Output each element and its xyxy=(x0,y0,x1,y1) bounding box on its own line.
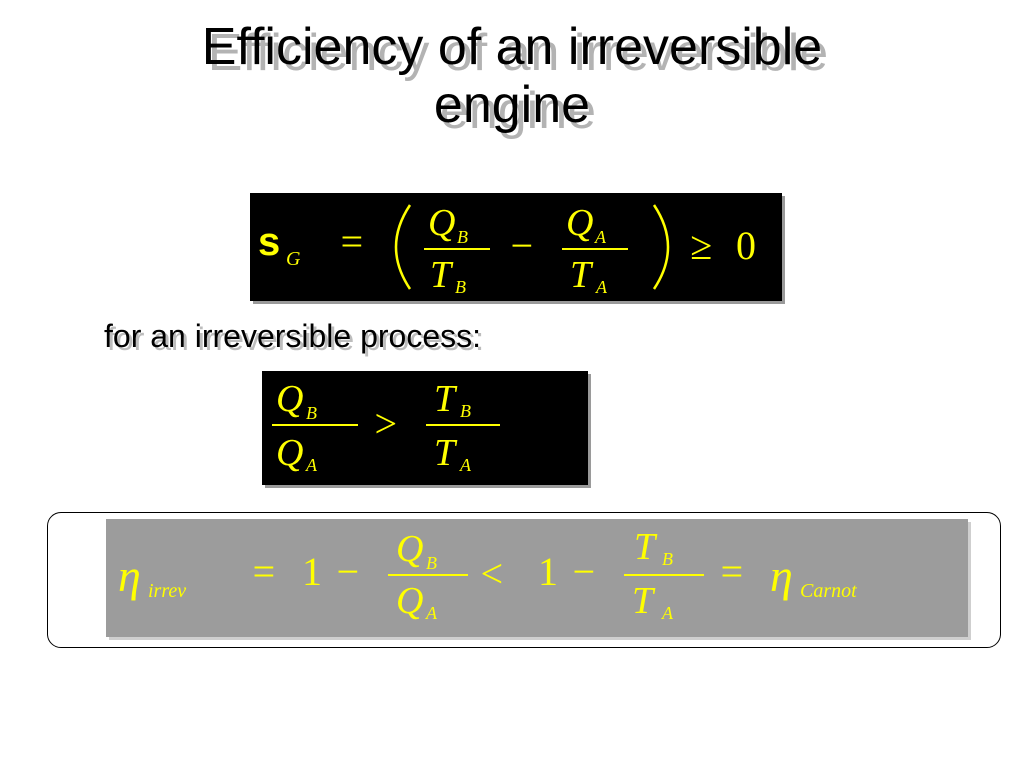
heat-ratio-svg: Q B Q A > T B T A xyxy=(272,378,500,475)
efficiency-equation: η irrev = 1 − Q B Q A < 1 − T B T A = η … xyxy=(106,519,968,637)
equals-sign-1: = xyxy=(250,549,277,594)
fraction2-denominator-sub: A xyxy=(595,277,608,297)
sigma-subscript: G xyxy=(286,248,301,270)
fraction2-numerator-sub: A xyxy=(594,227,607,247)
t-fraction-denominator: T xyxy=(632,580,656,622)
equals-sign-2: = xyxy=(718,549,745,594)
minus-sign-2: − xyxy=(570,549,597,594)
q-fraction-numerator-sub: B xyxy=(426,553,437,573)
ratio2-denominator: T xyxy=(434,432,458,474)
ratio1-denominator: Q xyxy=(276,432,303,474)
ratio2-numerator-sub: B xyxy=(460,401,471,421)
ratio1-numerator-sub: B xyxy=(306,403,317,423)
eta-irrev-subscript: irrev xyxy=(148,580,186,602)
title-line-2: engine xyxy=(433,76,591,134)
ratio1-numerator: Q xyxy=(276,378,303,420)
q-fraction-denominator: Q xyxy=(396,580,423,622)
zero-value: 0 xyxy=(736,223,756,268)
equals-sign: = xyxy=(338,219,365,264)
slide-title: Efficiency of an irreversible engine xyxy=(0,18,1024,134)
minus-sign: − xyxy=(508,223,535,268)
ratio1-denominator-sub: A xyxy=(305,455,318,475)
ratio2-numerator: T xyxy=(434,378,458,420)
fraction1-denominator-sub: B xyxy=(455,277,466,297)
eta-irrev-symbol: η xyxy=(118,550,141,601)
t-fraction-denominator-sub: A xyxy=(661,603,674,623)
q-fraction-numerator: Q xyxy=(396,528,423,570)
minus-sign-1: − xyxy=(334,549,361,594)
efficiency-svg: η irrev = 1 − Q B Q A < 1 − T B T A = η … xyxy=(118,526,857,623)
heat-ratio-equation: Q B Q A > T B T A xyxy=(262,371,588,485)
fraction1-numerator-sub: B xyxy=(457,227,468,247)
left-paren xyxy=(394,204,412,290)
one-value-1: 1 xyxy=(302,549,322,594)
title-line-1: Efficiency of an irreversible xyxy=(201,18,823,76)
t-fraction-numerator: T xyxy=(634,526,658,568)
ratio2-denominator-sub: A xyxy=(459,455,472,475)
t-fraction-numerator-sub: B xyxy=(662,549,673,569)
eta-carnot-symbol: η xyxy=(770,550,793,601)
eta-carnot-subscript: Carnot xyxy=(800,580,857,602)
entropy-generation-equation: s G = Q B T B − Q A T A ≥ 0 xyxy=(250,193,782,301)
greater-than-sign: > xyxy=(372,401,399,446)
fraction2-denominator: T xyxy=(570,254,594,296)
fraction1-numerator: Q xyxy=(428,202,455,244)
less-than-sign: < xyxy=(478,551,505,596)
irreversible-process-label: for an irreversible process: xyxy=(104,318,482,354)
geq-sign: ≥ xyxy=(690,223,712,268)
q-fraction-denominator-sub: A xyxy=(425,603,438,623)
efficiency-outline-frame xyxy=(47,512,1001,648)
fraction2-numerator: Q xyxy=(566,202,593,244)
right-paren xyxy=(652,204,670,290)
one-value-2: 1 xyxy=(538,549,558,594)
entropy-equation-svg: s G = Q B T B − Q A T A ≥ 0 xyxy=(258,202,756,297)
fraction1-denominator: T xyxy=(430,254,454,296)
sigma-symbol: s xyxy=(258,220,280,264)
